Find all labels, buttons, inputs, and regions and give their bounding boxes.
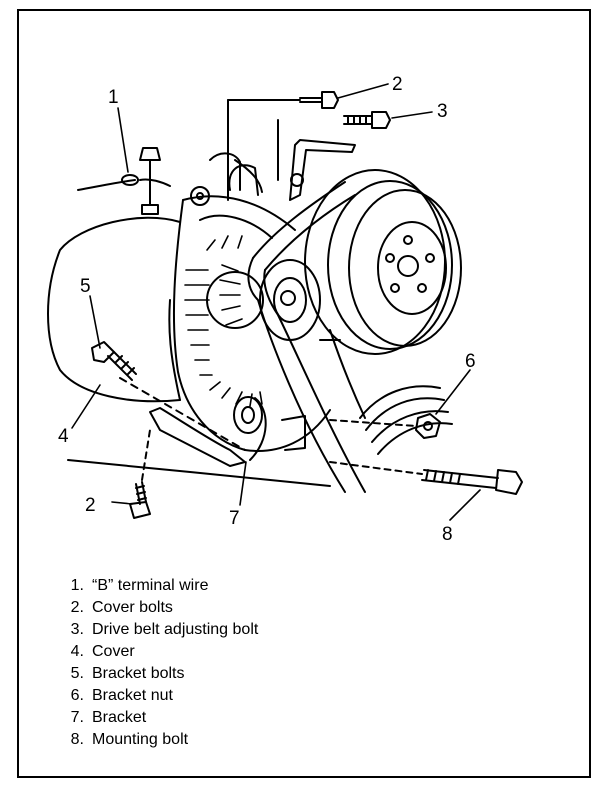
callout-4: 4 (58, 426, 69, 447)
parts-legend: 1.“B” terminal wire 2.Cover bolts 3.Driv… (56, 575, 259, 751)
callout-2-top: 2 (392, 74, 403, 95)
callout-5: 5 (80, 276, 91, 297)
bracket-bolt-drawing (91, 341, 246, 451)
large-pulley-drawing (304, 169, 462, 355)
b-terminal-wire-drawing (77, 147, 171, 215)
legend-item: 7.Bracket (70, 709, 147, 726)
alternator-pulley-drawing (259, 259, 321, 341)
lower-pulley-drawing (319, 329, 453, 455)
adjusting-bolt-drawing (343, 111, 391, 129)
legend-item: 6.Bracket nut (70, 687, 173, 704)
legend-item: 3.Drive belt adjusting bolt (70, 621, 259, 638)
drive-belt-drawing (247, 181, 366, 493)
callout-8: 8 (442, 524, 453, 545)
cover-drawing (47, 216, 181, 403)
figure-frame (17, 9, 591, 778)
leader-lines (71, 83, 481, 521)
alternator-body-drawing (172, 164, 331, 452)
callout-2-bottom: 2 (85, 495, 96, 516)
legend-item: 2.Cover bolts (70, 599, 173, 616)
callout-6: 6 (465, 351, 476, 372)
callout-3: 3 (437, 101, 448, 122)
bracket-nut-drawing (329, 413, 441, 439)
adjusting-bracket-drawing (209, 99, 356, 201)
legend-item: 4.Cover (70, 643, 135, 660)
mounting-bracket-drawing (149, 396, 306, 467)
legend-item: 8.Mounting bolt (70, 731, 189, 748)
cover-bolt-bottom-drawing (129, 429, 151, 519)
callout-1: 1 (108, 87, 119, 108)
callout-7: 7 (229, 508, 240, 529)
engine-edge-line (67, 459, 331, 487)
cover-bolt-top-drawing (299, 91, 339, 109)
mounting-bolt-drawing (329, 461, 523, 495)
legend-item: 5.Bracket bolts (70, 665, 185, 682)
legend-item: 1.“B” terminal wire (70, 577, 209, 594)
